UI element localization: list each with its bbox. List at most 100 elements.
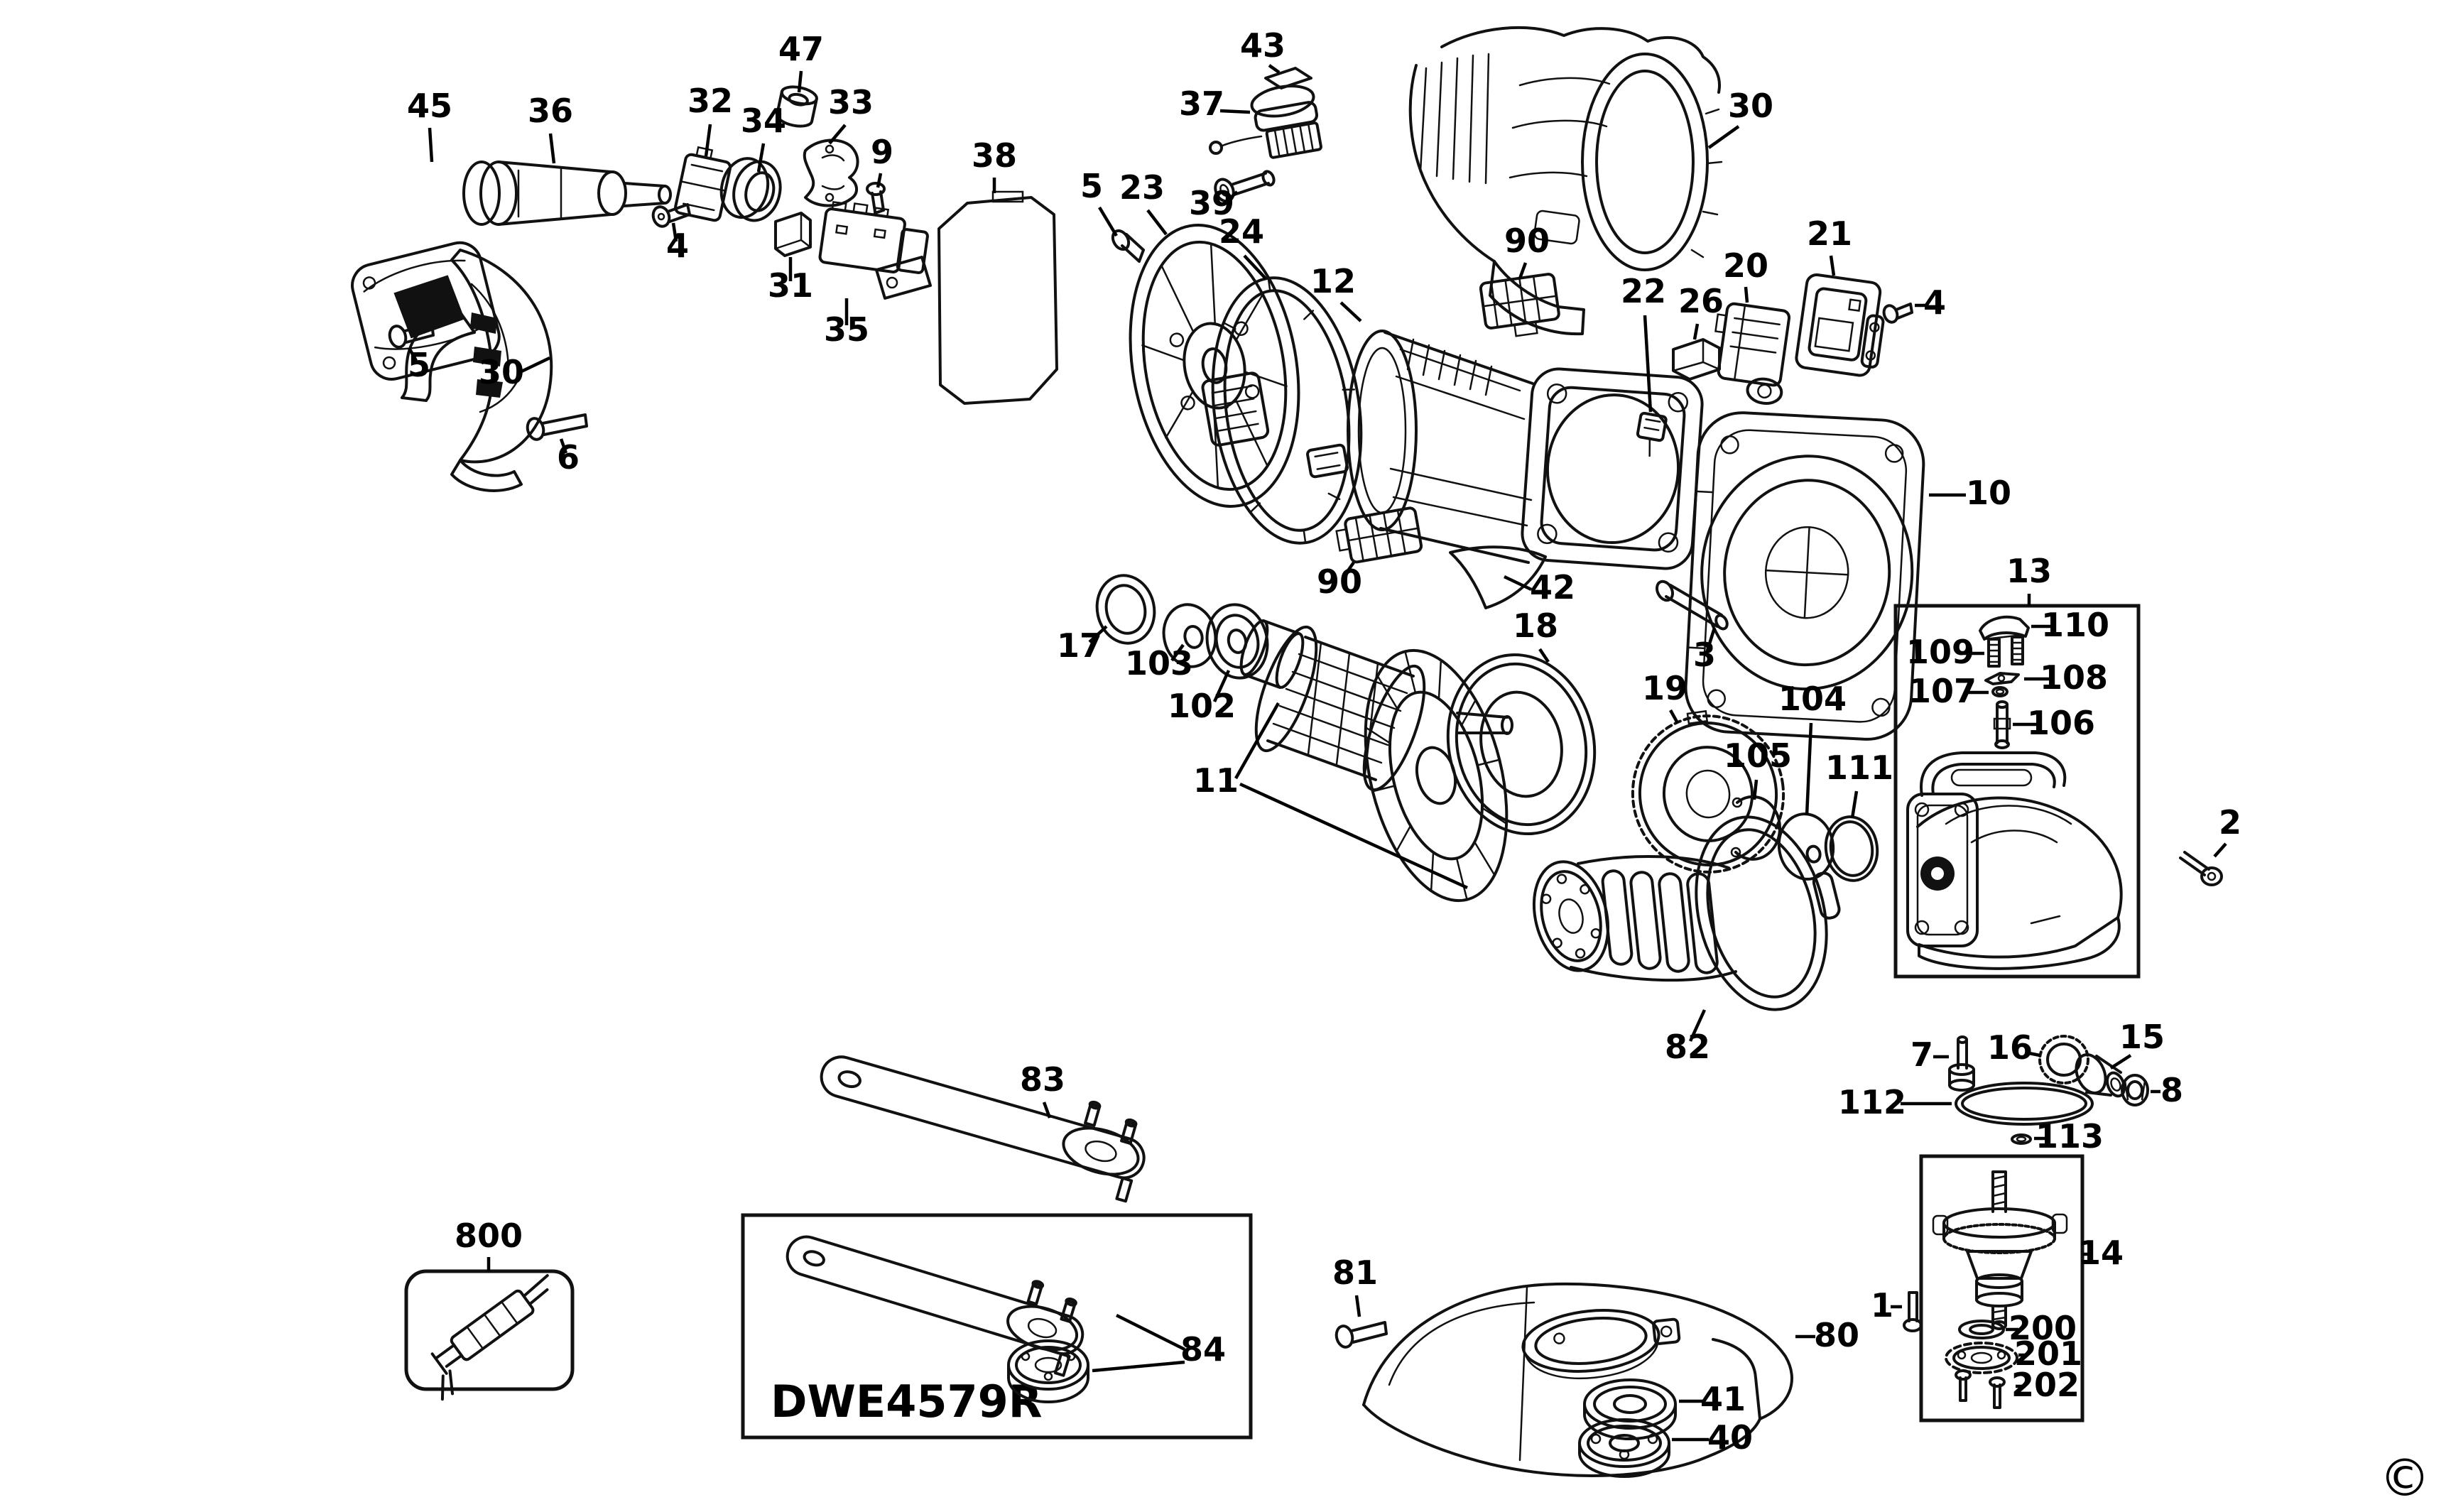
leader-line-6 — [559, 438, 568, 454]
part-22-clip-drawing — [1636, 411, 1668, 457]
part-label-31: 31 — [768, 266, 813, 305]
part-4-screw-right-drawing — [1882, 303, 1913, 324]
leader-line-17 — [1088, 625, 1108, 643]
leader-line-32 — [704, 124, 712, 157]
leader-line-39 — [1222, 190, 1239, 206]
leader-line-103 — [1170, 643, 1185, 662]
part-label-6: 6 — [557, 438, 580, 477]
part-111-o-ring-drawing — [1824, 815, 1879, 882]
part-label-10: 10 — [1966, 474, 2011, 512]
part-label-105: 105 — [1724, 736, 1792, 775]
part-80-guard-drawing — [1362, 1282, 1793, 1477]
part-37-switch-module-drawing — [1209, 85, 1322, 159]
leader-line-26 — [1692, 323, 1700, 340]
part-label-108: 108 — [2040, 658, 2108, 697]
part-201-flange-drawing — [1945, 1342, 2018, 1374]
part-label-22: 22 — [1621, 272, 1666, 310]
part-90-brush-bottom-drawing — [1335, 506, 1423, 564]
part-label-3: 3 — [1693, 636, 1716, 674]
part-label-30-left: 30 — [479, 353, 524, 391]
leader-line-43 — [1268, 64, 1281, 74]
part-82-side-handle-drawing — [1532, 815, 1841, 1011]
part-90-brush-top-drawing — [1479, 273, 1560, 337]
leader-line-36 — [548, 133, 556, 164]
part-36-inner-tube-drawing — [462, 161, 672, 226]
leader-line-3 — [1705, 627, 1717, 651]
part-102-bearing-drawing — [1205, 603, 1269, 680]
part-5-screw-left-drawing — [388, 322, 435, 349]
leader-line-9 — [876, 173, 883, 188]
part-label-9: 9 — [871, 133, 893, 171]
part-label-36: 36 — [528, 92, 573, 130]
leader-line-19 — [1669, 709, 1679, 724]
leader-line-111 — [1850, 790, 1859, 819]
part-label-1: 1 — [1871, 1286, 1893, 1325]
leader-line-84 — [1115, 1313, 1186, 1351]
leader-line-11 — [1239, 782, 1468, 890]
part-label-5-center: 5 — [1080, 167, 1103, 205]
part-label-107: 107 — [1908, 672, 1977, 710]
part-label-40: 40 — [1707, 1418, 1753, 1457]
leader-line-42 — [1504, 575, 1532, 592]
part-label-110: 110 — [2041, 606, 2109, 644]
part-label-45: 45 — [407, 87, 452, 125]
part-18-baffle-ring-drawing — [1446, 653, 1597, 836]
leader-line-18 — [1538, 648, 1550, 663]
part-label-106: 106 — [2027, 704, 2095, 742]
part-42-label-sheet-drawing — [1449, 545, 1547, 609]
leader-line-12 — [1339, 301, 1362, 322]
part-label-800: 800 — [455, 1217, 523, 1255]
part-label-82: 82 — [1665, 1028, 1710, 1066]
leader-line-90-top — [1518, 262, 1528, 279]
part-104-washer-drawing — [1777, 812, 1835, 881]
box-14-outline — [1919, 1154, 2084, 1423]
part-label-24: 24 — [1219, 212, 1264, 251]
part-6-screw-drawing — [526, 413, 588, 441]
part-label-14: 14 — [2078, 1234, 2124, 1272]
leader-line-37 — [1219, 109, 1251, 114]
part-103-washer-drawing — [1162, 603, 1217, 668]
part-40-clamp-nut-drawing — [1578, 1418, 1670, 1478]
part-label-4-left: 4 — [666, 227, 689, 265]
part-label-11: 11 — [1193, 761, 1239, 800]
part-31-brush-drawing — [774, 212, 812, 257]
copyright-symbol: © — [2379, 1448, 2430, 1508]
part-38-mesh-guard-drawing — [937, 190, 1058, 405]
leader-line-45 — [428, 127, 434, 163]
part-label-12: 12 — [1310, 262, 1356, 300]
part-label-109: 109 — [1906, 633, 1974, 671]
part-label-16: 16 — [1987, 1028, 2033, 1067]
part-label-202: 202 — [2011, 1366, 2080, 1404]
part-109-springs-drawing — [1987, 636, 2024, 668]
leader-line-102 — [1212, 670, 1231, 702]
part-label-15: 15 — [2119, 1018, 2165, 1056]
leader-line-5-left — [408, 347, 418, 362]
part-15-collet-drawing — [2075, 1053, 2126, 1098]
part-16-serrated-ring-drawing — [2038, 1035, 2089, 1084]
model-code-label: DWE4579R — [771, 1376, 1043, 1427]
part-label-23: 23 — [1119, 168, 1165, 207]
part-label-43: 43 — [1240, 26, 1285, 65]
part-107-nut-drawing — [1991, 686, 2009, 697]
part-12-field-housing-drawing — [1306, 330, 1704, 570]
part-label-201: 201 — [2014, 1334, 2082, 1373]
leader-line-5-center — [1098, 206, 1118, 237]
part-label-42: 42 — [1530, 568, 1575, 607]
part-label-103: 103 — [1125, 644, 1193, 682]
part-label-41: 41 — [1700, 1380, 1746, 1418]
part-10-field-case-drawing — [1684, 411, 1925, 741]
part-32-brush-plate-drawing — [674, 146, 732, 222]
part-label-113: 113 — [2035, 1117, 2104, 1155]
part-label-18: 18 — [1513, 607, 1558, 645]
part-label-81: 81 — [1332, 1253, 1378, 1292]
leader-line-11 — [1234, 702, 1280, 780]
part-113-o-ring-drawing — [2011, 1133, 2032, 1145]
box-13-outline — [1893, 604, 2141, 979]
part-label-35: 35 — [824, 310, 869, 349]
part-label-13: 13 — [2006, 552, 2052, 590]
part-112-o-ring-drawing — [1955, 1082, 2094, 1126]
part-label-38: 38 — [972, 136, 1017, 175]
leader-line-104 — [1805, 722, 1813, 816]
